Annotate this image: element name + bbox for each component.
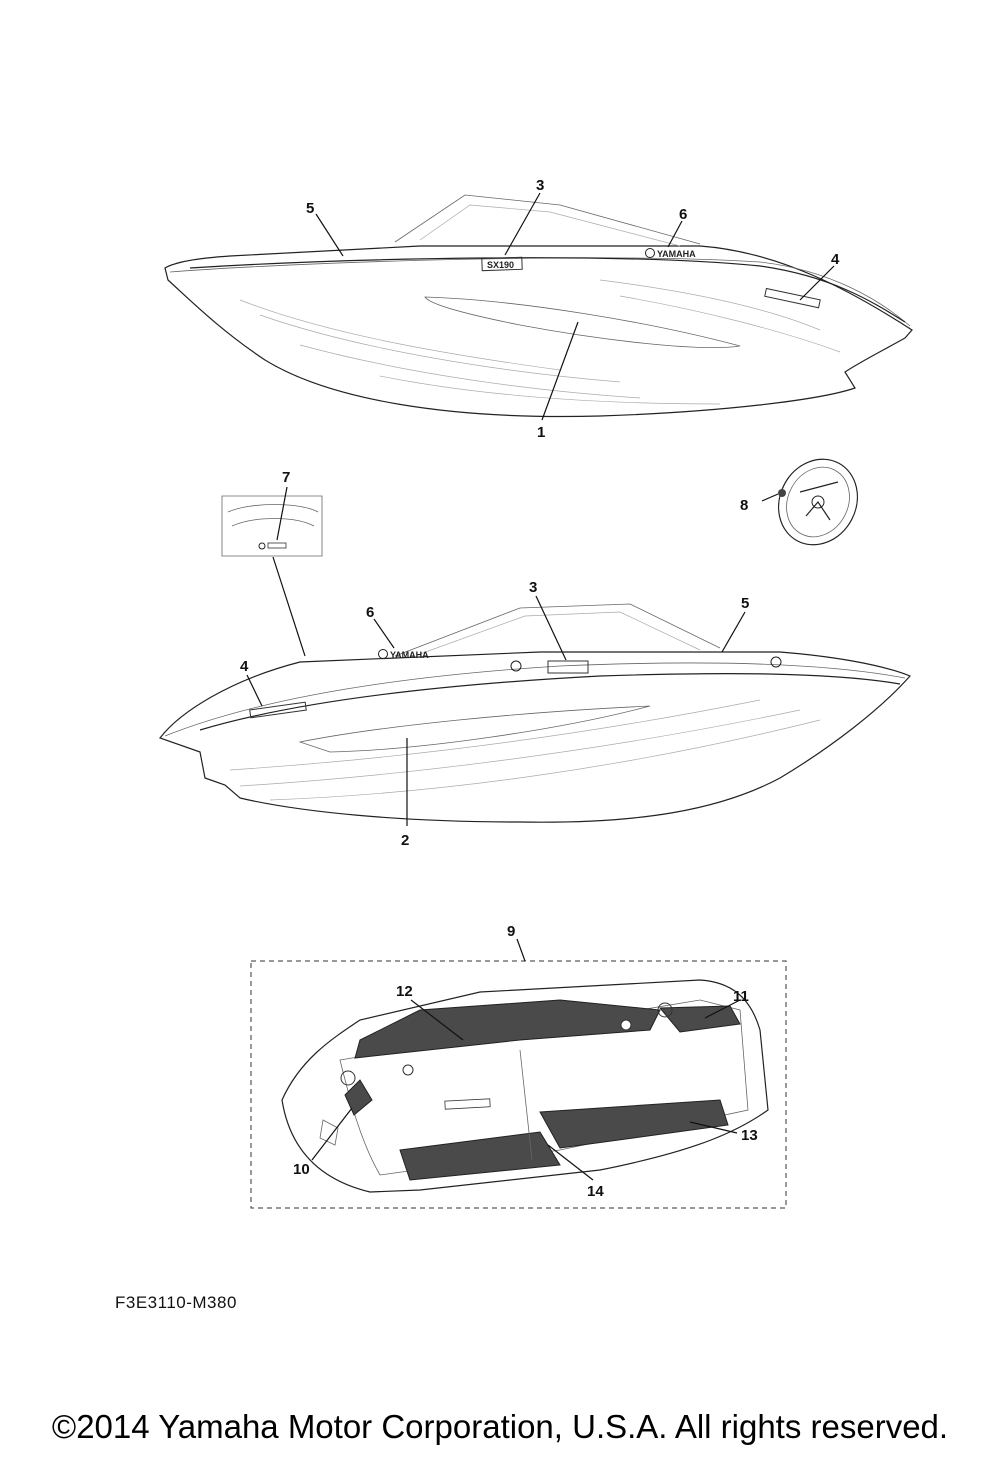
- callout-11: 11: [733, 988, 749, 1005]
- boat-bottom-view: YAMAHA 4 6 3 5 2: [159, 579, 912, 849]
- callout-2: 2: [401, 832, 409, 849]
- callout-1: 1: [537, 424, 545, 441]
- boat-top-view: SX190 YAMAHA 5 3 6 4 1: [164, 177, 913, 441]
- callout-6-top: 6: [679, 206, 687, 223]
- callout-7: 7: [282, 469, 290, 486]
- callout-4-top: 4: [831, 251, 840, 268]
- callout-8: 8: [740, 497, 748, 514]
- callout-3-bottom: 3: [529, 579, 537, 596]
- callout-10: 10: [293, 1161, 310, 1178]
- callout-9: 9: [507, 923, 515, 940]
- transom-inset: 7: [221, 469, 323, 657]
- callout-4-bottom: 4: [240, 658, 249, 675]
- callout-13: 13: [741, 1127, 758, 1144]
- callout-5-top: 5: [306, 200, 314, 217]
- mat-kit-assembly: 9 12 11 13 14 10: [250, 923, 787, 1209]
- steering-wheel: 8: [740, 458, 859, 546]
- callout-3-top: 3: [536, 177, 544, 194]
- model-decal-text: SX190: [487, 260, 514, 270]
- callout-6-bottom: 6: [366, 604, 374, 621]
- brand-decal-text: YAMAHA: [657, 249, 696, 259]
- brand-decal-text-port: YAMAHA: [390, 650, 429, 660]
- figure-code: F3E3110-M380: [115, 1293, 237, 1312]
- copyright-notice: ©2014 Yamaha Motor Corporation, U.S.A. A…: [51, 1408, 949, 1445]
- callout-5-bottom: 5: [741, 595, 749, 612]
- callout-12: 12: [396, 983, 413, 1000]
- callout-14: 14: [587, 1183, 604, 1200]
